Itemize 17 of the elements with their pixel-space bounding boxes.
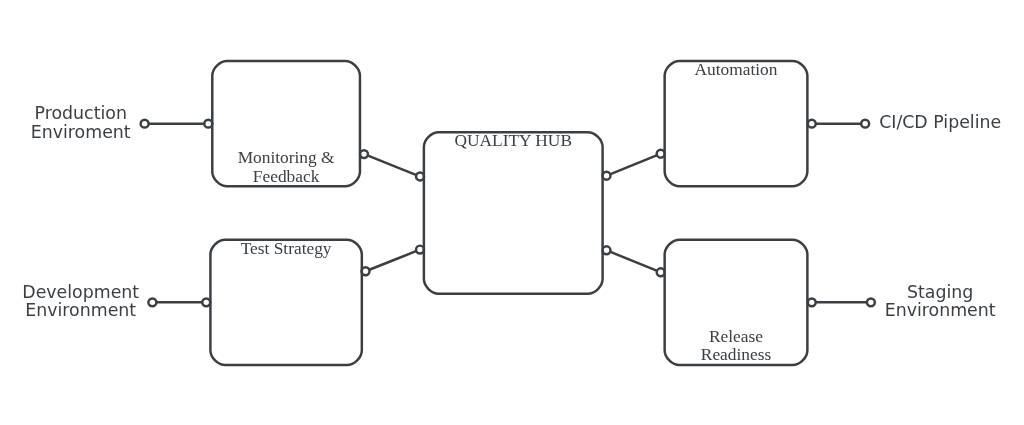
node-text: Staging Environment [884, 281, 996, 320]
node-text: Development Environment [22, 281, 140, 320]
connector [601, 148, 666, 181]
connector [360, 243, 426, 276]
node-box: Release Readiness [663, 237, 809, 366]
node-text: Production Enviroment [30, 102, 131, 142]
connector [806, 296, 877, 308]
node-text: CI/CD Pipeline [879, 111, 1002, 132]
connector [358, 148, 426, 182]
node-box: QUALITY HUB [422, 130, 604, 295]
node-box: Automation [663, 59, 809, 188]
connector [601, 244, 666, 277]
connector [147, 296, 212, 308]
node-box: Monitoring & Feedback [211, 59, 362, 188]
connector [139, 117, 214, 129]
connector [806, 117, 871, 129]
node-box: Test Strategy [209, 237, 364, 366]
